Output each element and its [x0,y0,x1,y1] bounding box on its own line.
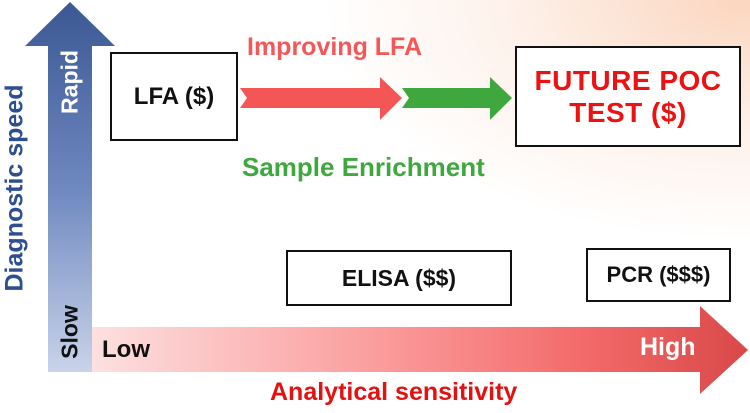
pcr-box-label: PCR ($$$) [606,262,711,287]
elisa-box: ELISA ($$) [286,250,512,306]
sample-enrichment-arrow [402,77,512,120]
sensitivity-axis-title: Analytical sensitivity [270,378,518,406]
speed-rapid-label: Rapid [56,50,83,114]
future-poc-box: FUTURE POC TEST ($) [515,46,741,147]
speed-axis-arrow [25,2,115,372]
future-poc-line1: FUTURE POC [534,64,722,96]
lfa-box-label: LFA ($) [133,82,215,110]
pcr-box: PCR ($$$) [586,248,731,302]
sensitivity-axis-arrow [92,306,748,394]
elisa-box-label: ELISA ($$) [341,264,457,291]
future-poc-line2: TEST ($) [569,96,687,128]
lfa-box: LFA ($) [110,52,238,141]
sensitivity-high-label: High [640,333,696,361]
sensitivity-low-label: Low [102,336,150,363]
improving-lfa-label: Improving LFA [247,33,422,61]
improving-lfa-arrow [240,77,402,120]
speed-slow-label: Slow [56,305,83,359]
sample-enrichment-label: Sample Enrichment [242,152,485,182]
speed-axis-title: Diagnostic speed [0,84,29,292]
